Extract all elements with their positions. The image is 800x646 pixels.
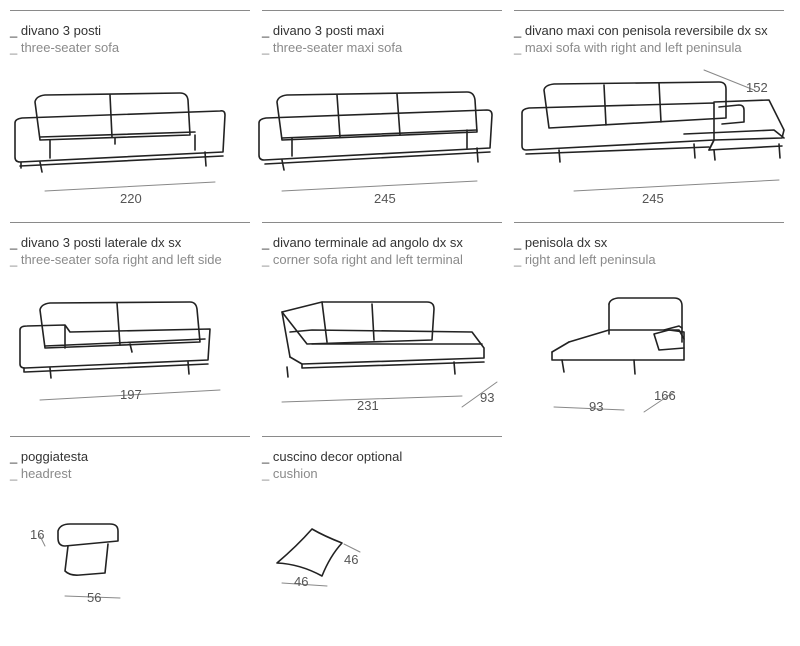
product-name-it: _ divano 3 posti (10, 23, 102, 38)
dimension-label: 231 (357, 398, 379, 413)
dimension-label: 220 (120, 191, 142, 206)
product-name-en: _ cushion (262, 466, 318, 481)
sofa-drawing: 220 (14, 92, 226, 206)
section-divider (262, 10, 502, 11)
dimension-label: 197 (120, 387, 142, 402)
dimension-label: 46 (344, 552, 358, 567)
product-name-en: _ maxi sofa with right and left peninsul… (514, 40, 742, 55)
dimension-label: 46 (294, 574, 308, 589)
product-name-it: _ divano 3 posti maxi (262, 23, 385, 38)
dimension-label: 56 (87, 590, 101, 605)
dimension-label: 93 (480, 390, 494, 405)
product-name-it: _ divano maxi con penisola reversibile d… (514, 23, 768, 38)
product-cell-three-seater-sofa: _ divano 3 posti _ three-seater sofa 220 (10, 10, 250, 220)
product-name-en: _ three-seater sofa right and left side (10, 252, 222, 267)
section-divider (262, 222, 502, 223)
dimension-label: 245 (642, 191, 664, 206)
product-cell-sofa-side: _ divano 3 posti laterale dx sx _ three-… (10, 222, 250, 432)
dimension-label: 166 (654, 388, 676, 403)
product-name-it: _ divano 3 posti laterale dx sx (10, 235, 182, 250)
product-cell-cushion: _ cuscino decor optional _ cushion 46 46 (262, 436, 502, 646)
product-name-en: _ right and left peninsula (514, 252, 656, 267)
section-divider (262, 436, 502, 437)
product-cell-headrest: _ poggiatesta _ headrest 16 56 (10, 436, 250, 646)
peninsula-drawing: 93 166 (551, 297, 685, 414)
dimension-label: 93 (589, 399, 603, 414)
product-cell-maxi-sofa-peninsula: _ divano maxi con penisola reversibile d… (514, 10, 785, 220)
sofa-drawing: 152 245 (521, 69, 785, 206)
section-divider (514, 222, 784, 223)
product-name-en: _ three-seater sofa (10, 40, 120, 55)
product-name-it: _ poggiatesta (10, 449, 89, 464)
section-divider (10, 10, 250, 11)
section-divider (514, 10, 784, 11)
product-name-it: _ penisola dx sx (514, 235, 608, 250)
product-cell-corner-sofa: _ divano terminale ad angolo dx sx _ cor… (262, 222, 502, 432)
dimension-label: 245 (374, 191, 396, 206)
cushion-drawing: 46 46 (276, 528, 361, 589)
sofa-drawing: 245 (258, 91, 493, 206)
product-name-it: _ divano terminale ad angolo dx sx (262, 235, 463, 250)
headrest-drawing: 16 56 (30, 523, 121, 605)
product-cell-peninsula: _ penisola dx sx _ right and left penins… (514, 222, 784, 432)
product-name-en: _ headrest (10, 466, 72, 481)
product-name-en: _ three-seater maxi sofa (262, 40, 403, 55)
product-name-it: _ cuscino decor optional (262, 449, 403, 464)
section-divider (10, 436, 250, 437)
product-name-en: _ corner sofa right and left terminal (262, 252, 463, 267)
sofa-drawing: 231 93 (281, 301, 498, 413)
product-cell-maxi-sofa: _ divano 3 posti maxi _ three-seater max… (258, 10, 502, 220)
section-divider (10, 222, 250, 223)
sofa-drawing: 197 (19, 301, 221, 402)
dimension-label: 152 (746, 80, 768, 95)
